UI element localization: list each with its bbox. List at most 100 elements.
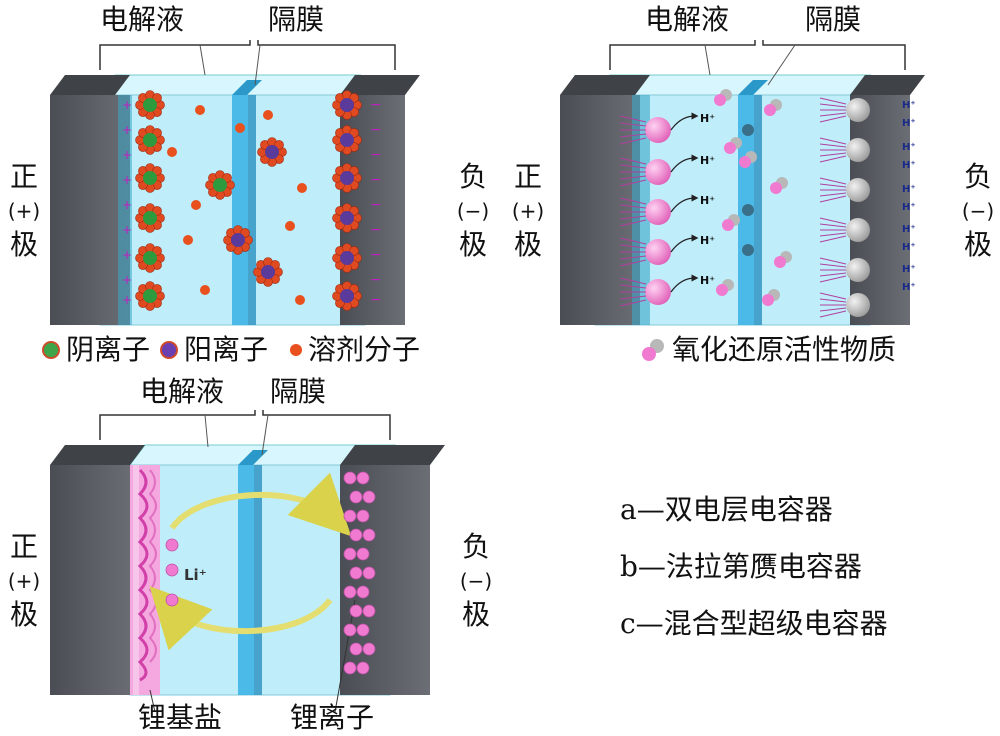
positive-sign: (+) (7, 569, 41, 593)
solvent-molecule (195, 105, 205, 115)
reduced-particle (846, 218, 870, 242)
minus-charge: − (370, 172, 382, 188)
plus-charge: + (122, 123, 132, 137)
redox-pink (722, 219, 734, 231)
tether-line (819, 263, 847, 268)
tether-line (619, 277, 647, 285)
positive-sign: (+) (7, 199, 41, 223)
minus-charge: − (370, 197, 382, 213)
proton-label: H⁺ (902, 184, 916, 195)
lithium-ion (356, 623, 370, 637)
negative-char: 负 (963, 160, 992, 193)
tether-line (819, 232, 847, 237)
plus-charge: + (122, 198, 132, 212)
redox-particle (645, 117, 671, 143)
pole-char: 极 (963, 228, 992, 261)
positive-char: 正 (513, 160, 542, 193)
panel-a: +−+−+−+−+−+−+−+−+− (50, 40, 420, 326)
negative-sign: (−) (459, 569, 493, 593)
tether-line (819, 272, 847, 277)
lithium-ion (349, 604, 363, 618)
lithium-ion (343, 471, 357, 485)
lithium-ion (356, 585, 370, 599)
cation-cluster (257, 137, 287, 167)
proton-label: H⁺ (902, 118, 916, 129)
tether-line (819, 195, 847, 203)
panel-a-legend: 阴离子 阳离子 溶剂分子 (42, 336, 420, 364)
tether-line (819, 275, 847, 283)
lithium-ion (356, 661, 370, 675)
lithium-ion-label: 锂离子 (290, 701, 375, 734)
redox-pink (770, 182, 782, 194)
minus-charge: − (370, 122, 382, 138)
positive-sign: (+) (511, 199, 545, 223)
solvent-molecule (191, 200, 201, 210)
panel-a-electrolyte-label: 电解液 (100, 3, 185, 36)
solvent-molecule (235, 123, 245, 133)
tether-line (819, 103, 847, 108)
tether-line (619, 164, 647, 169)
panel-b-particles: H⁺H⁺H⁺H⁺H⁺H⁺H⁺H⁺H⁺H⁺H⁺H⁺H⁺H⁺H⁺ (619, 89, 916, 318)
legend-redox: 氧化还原活性物质 (672, 333, 897, 366)
tether-line (819, 235, 847, 243)
cation-cluster (253, 257, 283, 287)
electron-arrow (670, 234, 699, 253)
proton-label: H⁺ (902, 202, 916, 213)
caption-b: b—法拉第赝电容器 (620, 550, 862, 583)
panel-a-positive-label: 正 (+) 极 (6, 160, 42, 262)
tether-line (619, 255, 647, 260)
legend-cation: 阳离子 (184, 333, 269, 366)
proton-label: H⁺ (700, 154, 715, 167)
panel-c-positive-label: 正 (+) 极 (6, 530, 42, 632)
lithium-ion (349, 528, 363, 542)
lithium-ion (356, 471, 370, 485)
minus-charge: − (370, 97, 382, 113)
proton-label: H⁺ (902, 142, 916, 153)
lithium-ion (356, 509, 370, 523)
separator-particle (742, 244, 754, 256)
redox-pink (716, 284, 728, 296)
solvent-molecule (183, 235, 193, 245)
redox-particle-icon (640, 339, 668, 361)
plus-charge: + (122, 173, 132, 187)
reduced-particle (846, 293, 870, 317)
solvent-molecule (295, 295, 305, 305)
electron-arrow (670, 112, 699, 131)
lithium-ion (165, 563, 179, 577)
proton-label: H⁺ (902, 224, 916, 235)
redox-pink (714, 94, 726, 106)
caption-a: a—双电层电容器 (620, 493, 833, 526)
tether-line (819, 298, 847, 303)
tether-line (819, 183, 847, 188)
plus-charge: + (122, 273, 132, 287)
panel-b-separator-label: 隔膜 (805, 3, 862, 36)
anion-cluster (135, 281, 165, 311)
separator-particle (742, 124, 754, 136)
lithium-ion (356, 547, 370, 561)
panel-a-ions: +−+−+−+−+−+−+−+−+− (122, 90, 382, 311)
proton-label: H⁺ (700, 194, 715, 207)
panel-b-electrolyte-label: 电解液 (645, 3, 730, 36)
cation-cluster (332, 163, 362, 193)
redox-pink (762, 294, 774, 306)
solvent-molecule (297, 183, 307, 193)
tether-line (619, 115, 647, 123)
tether-line (619, 179, 647, 187)
redox-pink (764, 104, 776, 116)
plus-charge: + (122, 148, 132, 162)
lithium-ion (362, 566, 376, 580)
tether-line (819, 97, 847, 105)
legend-anion: 阴离子 (66, 333, 151, 366)
redox-particle (645, 239, 671, 265)
panel-b: H⁺H⁺H⁺H⁺H⁺H⁺H⁺H⁺H⁺H⁺H⁺H⁺H⁺H⁺H⁺ (560, 40, 925, 326)
plus-charge: + (122, 98, 132, 112)
solvent-molecule (200, 285, 210, 295)
minus-charge: − (370, 247, 382, 263)
proton-label: H⁺ (700, 112, 715, 125)
reduced-particle (846, 98, 870, 122)
tether-line (819, 310, 847, 318)
proton-label: H⁺ (902, 282, 916, 293)
lithium-ion (349, 566, 363, 580)
tether-line (619, 284, 647, 289)
